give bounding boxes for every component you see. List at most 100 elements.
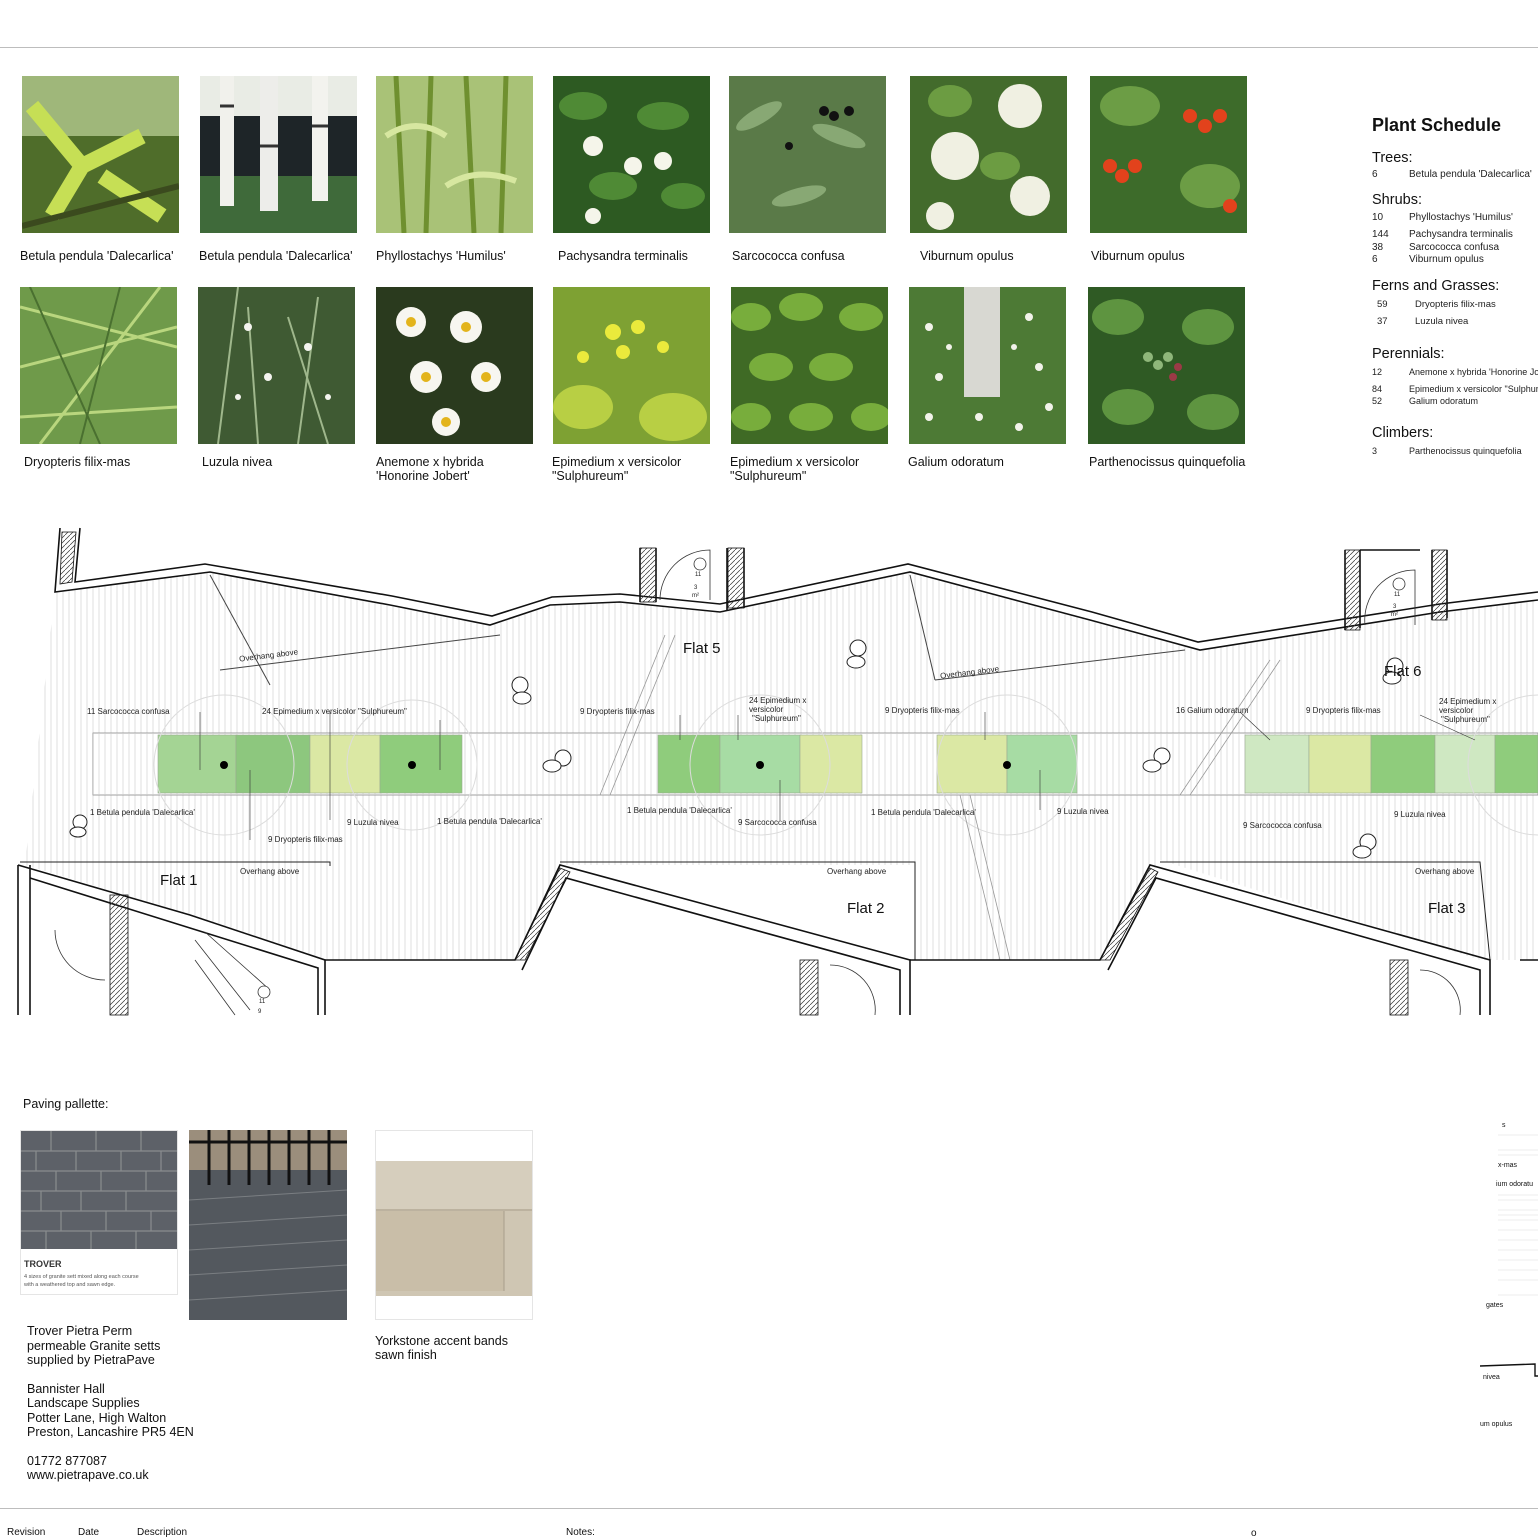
planting-label: 24 Epimedium x [1439,697,1497,706]
luzula-photo [198,287,355,444]
photo-caption: Galium odoratum [908,455,1004,469]
planting-label: 1 Betula pendula 'Dalecarlica' [437,817,542,826]
granite-setts-photo [189,1130,347,1320]
schedule-name: Galium odoratum [1409,396,1479,406]
photo-caption: Viburnum opulus [1091,249,1185,263]
door-tag-unit: m² [1391,612,1398,618]
photo-caption: Betula pendula 'Dalecarlica' [20,249,174,263]
parthenocissus-photo [1088,287,1245,444]
schedule-name: Anemone x hybrida 'Honorine Jobert' [1409,367,1538,377]
top-border [0,47,1538,48]
schedule-name: Sarcococca confusa [1409,242,1500,253]
photo-caption: Phyllostachys 'Humilus' [376,249,506,263]
website-link[interactable]: www.pietrapave.co.uk [27,1468,149,1482]
door-tag-area: 3 [694,585,698,591]
schedule-title: Plant Schedule [1372,115,1502,135]
notes-header: Notes: [566,1527,595,1538]
description-header: Description [137,1527,188,1538]
photo-caption-line2: "Sulphureum" [730,469,807,483]
planting-label: 9 Luzula nivea [347,818,399,827]
fern-photo [20,287,177,444]
photo-caption: Anemone x hybrida [376,455,484,469]
date-header: Date [78,1527,100,1538]
trover-desc: with a weathered top and sawn edge. [24,1282,116,1288]
fragment-text: s [1502,1122,1506,1129]
planting-label: 1 Betula pendula 'Dalecarlica' [90,808,195,817]
schedule-heading: Perennials: [1372,346,1445,362]
anemone-photo [376,287,533,444]
paving-title: Paving pallette: [23,1097,109,1111]
door-tag: 11 [695,572,702,578]
pachysandra-photo [553,76,710,233]
schedule-name: Pachysandra terminalis [1409,229,1513,240]
supplier-line: permeable Granite setts [27,1339,161,1353]
schedule-qty: 12 [1372,367,1383,377]
epimedium-flower-photo [553,287,710,444]
planting-label: 9 Dryopteris filix-mas [1306,706,1381,715]
schedule-name: Dryopteris filix-mas [1415,299,1496,310]
planting-label: 9 Luzula nivea [1057,807,1109,816]
schedule-qty: 84 [1372,384,1383,394]
fragment-text: x-mas [1498,1162,1518,1169]
overhang-label: Overhang above [827,867,887,876]
planting-label: versicolor [749,705,784,714]
planting-label: 11 Sarcococca confusa [87,707,170,716]
planting-label: "Sulphureum" [752,714,801,723]
planting-label: 1 Betula pendula 'Dalecarlica' [871,808,976,817]
planting-label: versicolor [1439,706,1474,715]
viburnum-flower-photo [910,76,1067,233]
supplier-line: supplied by PietraPave [27,1353,155,1367]
trover-brand: TROVER [24,1259,62,1269]
schedule-name: Phyllostachys 'Humilus' [1409,212,1513,223]
schedule-heading: Shrubs: [1372,192,1422,208]
revision-header: Revision [7,1527,46,1538]
address-line: Bannister Hall [27,1382,105,1396]
schedule-qty: 38 [1372,242,1384,253]
fragment-text: nivea [1483,1374,1500,1381]
door-tag-area: 9 [258,1009,262,1015]
bamboo-photo [376,76,533,233]
footer-mark: o [1251,1528,1257,1538]
galium-photo [909,287,1066,444]
planting-label: "Sulphureum" [1441,715,1490,724]
yorkstone-icon [376,1161,532,1296]
photo-caption: Pachysandra terminalis [558,249,688,263]
trover-swatch: TROVER 4 sizes of granite sett mixed alo… [20,1130,178,1295]
photo-caption-line2: 'Honorine Jobert' [376,469,470,483]
yorkstone-swatch [375,1130,533,1320]
schedule-qty: 3 [1372,446,1378,456]
flat-label: Flat 5 [683,640,721,657]
trover-desc: 4 sizes of granite sett mixed along each… [24,1274,139,1280]
planting-label: 9 Dryopteris filix-mas [885,706,960,715]
address-line: Preston, Lancashire PR5 4EN [27,1425,194,1439]
planting-label: 9 Dryopteris filix-mas [580,707,655,716]
overhang-label: Overhang above [1415,867,1475,876]
schedule-qty: 6 [1372,254,1378,265]
schedule-qty: 144 [1372,229,1389,240]
door-tag: 11 [259,999,266,1005]
schedule-qty: 37 [1377,316,1388,327]
schedule-heading: Climbers: [1372,425,1434,441]
schedule-heading: Ferns and Grasses: [1372,278,1500,294]
photo-caption: Epimedium x versicolor [552,455,682,469]
planting-label: 9 Luzula nivea [1394,810,1446,819]
birch-leaves-photo [22,76,179,233]
epimedium-leaf-photo [731,287,888,444]
schedule-qty: 6 [1372,169,1378,180]
schedule-qty: 52 [1372,396,1383,406]
schedule-qty: 59 [1377,299,1388,310]
schedule-name: Epimedium x versicolor "Sulphureum" [1409,384,1538,394]
schedule-name: Betula pendula 'Dalecarlica' [1409,169,1532,180]
granite-setts-icon [21,1131,177,1249]
planting-label: 9 Sarcococca confusa [1243,821,1322,830]
photo-caption: Sarcococca confusa [732,249,845,263]
birch-trunks-photo [200,76,357,233]
door-tag-area: 3 [1393,604,1397,610]
door-tag-unit: m² [692,593,699,599]
photo-caption-line2: "Sulphureum" [552,469,629,483]
overhang-label: Overhang above [240,867,300,876]
schedule-name: Luzula nivea [1415,316,1469,327]
planting-label: 16 Galium odoratum [1176,706,1249,715]
photo-caption: Parthenocissus quinquefolia [1089,455,1246,469]
landscape-plan: Flat 5 Flat 6 Flat 1 Flat 2 Flat 3 Overh… [0,520,1538,1020]
